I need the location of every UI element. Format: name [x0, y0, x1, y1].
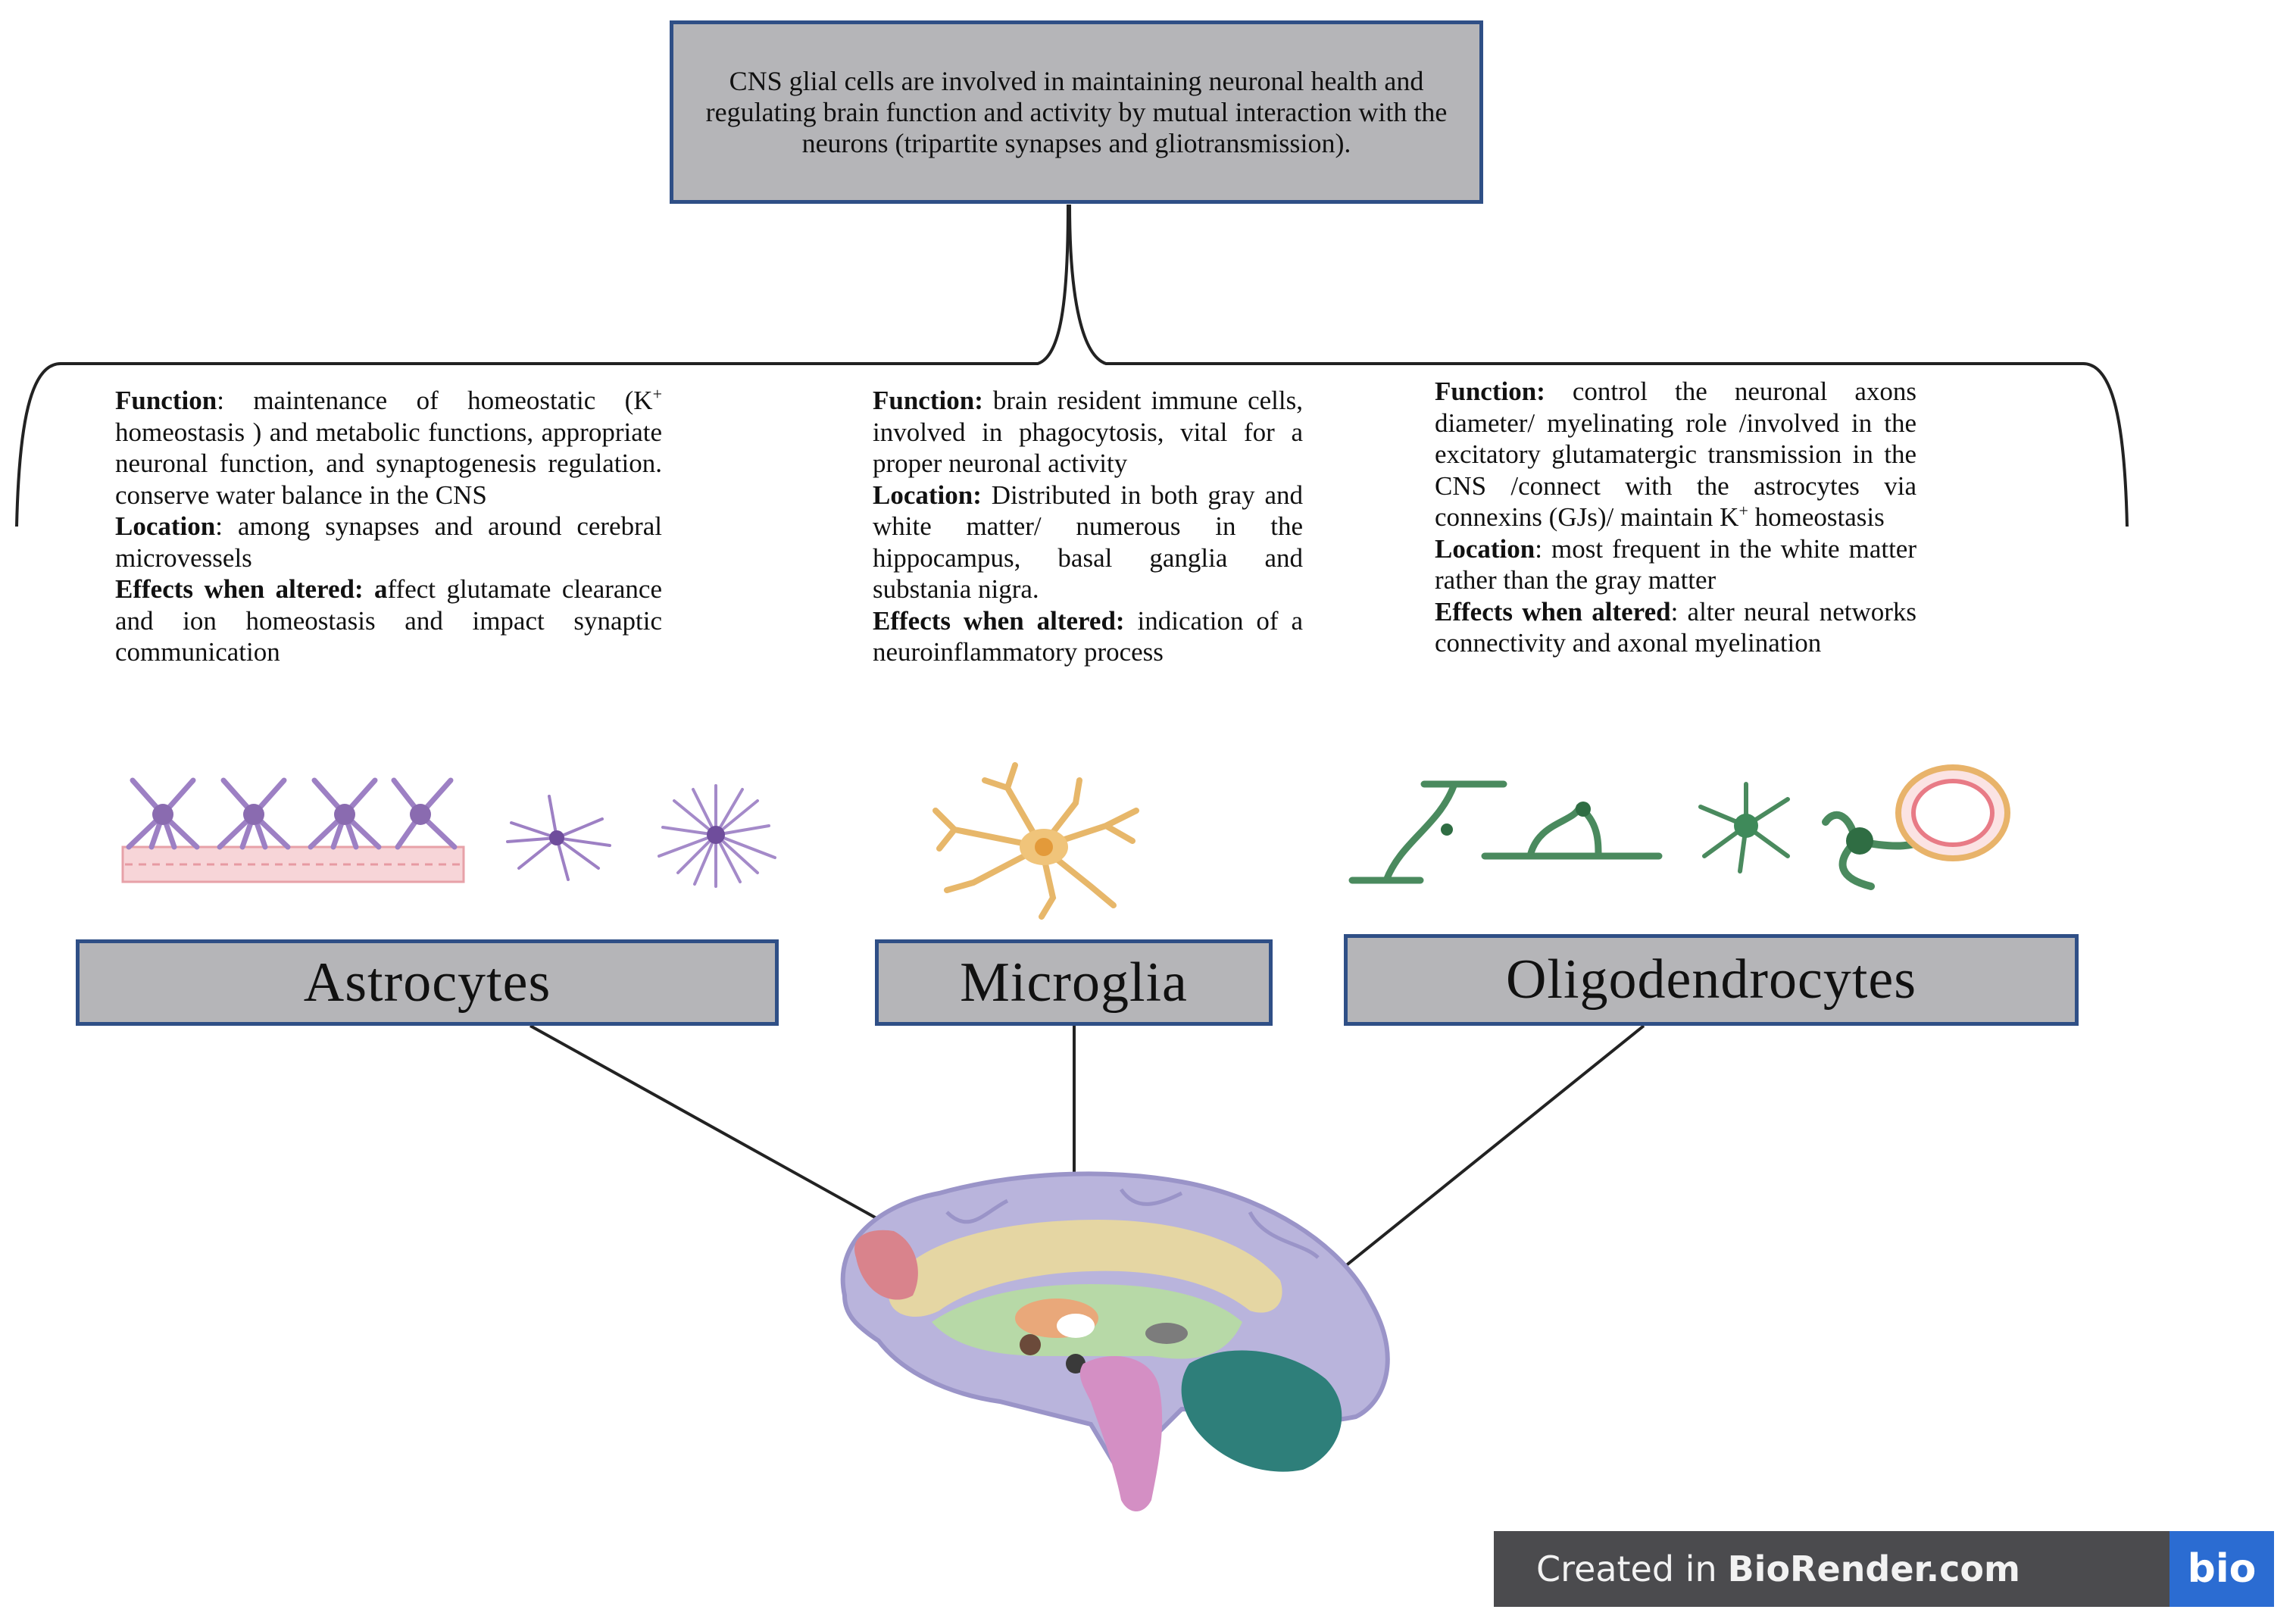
microglia-location-heading: Location: [873, 480, 982, 510]
astrocytes-function-sup: + [652, 384, 662, 404]
microglia-effects-text: indication of a neuroinflammatory proces… [873, 605, 1304, 667]
badge-logo-text: bio [2187, 1546, 2257, 1592]
oligodendrocytes-function-text-b: homeostasis [1748, 502, 1885, 532]
astrocytes-effects-heading: Effects when altered: a [115, 574, 388, 604]
biorender-badge[interactable]: Created in BioRender.com bio [1494, 1531, 2274, 1607]
astrocytes-label: Astrocytes [303, 951, 551, 1014]
line-oligodendrocytes-brain [1343, 1024, 1645, 1268]
astrocytes-function-heading: Function [115, 386, 217, 415]
microglia-function-text: brain resident immune cells, involved in… [873, 386, 1303, 478]
oligodendrocytes-location-heading: Location [1435, 533, 1535, 564]
oligodendrocytes-location-text: : most frequent in the white matter rath… [1435, 533, 1916, 595]
badge-prefix: Created in [1536, 1549, 1717, 1589]
biorender-badge-text: Created in BioRender.com [1494, 1531, 2169, 1607]
summary-box: CNS glial cells are involved in maintain… [670, 20, 1483, 204]
oligodendrocytes-function-sup: + [1738, 501, 1748, 520]
astrocytes-effects-text: ffect glutamate clearance and ion homeos… [115, 574, 662, 667]
microglia-label-box: Microglia [875, 939, 1273, 1026]
microglia-location-text: Distributed in both gray and white matte… [873, 480, 1303, 605]
brace-right [1068, 204, 2129, 527]
oligodendrocytes-effects-text: : alter neural networks connectivity and… [1435, 596, 1917, 658]
astrocytes-function-text-b: homeostasis ) and metabolic functions, a… [115, 417, 662, 510]
oligodendrocytes-function-heading: Function: [1435, 377, 1545, 406]
microglia-function-heading: Function: [873, 386, 983, 415]
astrocytes-label-box: Astrocytes [76, 939, 779, 1026]
astrocytes-description: Function: maintenance of homeostatic (K+… [115, 385, 662, 668]
oligodendrocytes-effects-heading: Effects when altered [1435, 596, 1671, 627]
badge-brand: BioRender.com [1727, 1549, 2020, 1589]
astrocytes-function-text-a: : maintenance of homeostatic (K [217, 386, 653, 415]
microglia-description: Function: brain resident immune cells, i… [873, 385, 1303, 668]
microglia-label: Microglia [960, 951, 1188, 1014]
microglia-effects-heading: Effects when altered: [873, 605, 1125, 636]
oligodendrocytes-description: Function: control the neuronal axons dia… [1435, 376, 1916, 659]
summary-text: CNS glial cells are involved in maintain… [705, 65, 1448, 158]
astrocytes-location-text: : among synapses and around cerebral mic… [115, 511, 662, 573]
oligodendrocytes-label-box: Oligodendrocytes [1344, 934, 2079, 1026]
brace-left [15, 204, 1070, 527]
astrocytes-location-heading: Location [115, 511, 216, 541]
oligodendrocytes-function-text-a: control the neuronal axons diameter/ mye… [1435, 377, 1916, 532]
line-astrocytes-brain [529, 1024, 891, 1227]
oligodendrocytes-label: Oligodendrocytes [1505, 949, 1917, 1011]
biorender-logo-icon: bio [2169, 1531, 2274, 1607]
